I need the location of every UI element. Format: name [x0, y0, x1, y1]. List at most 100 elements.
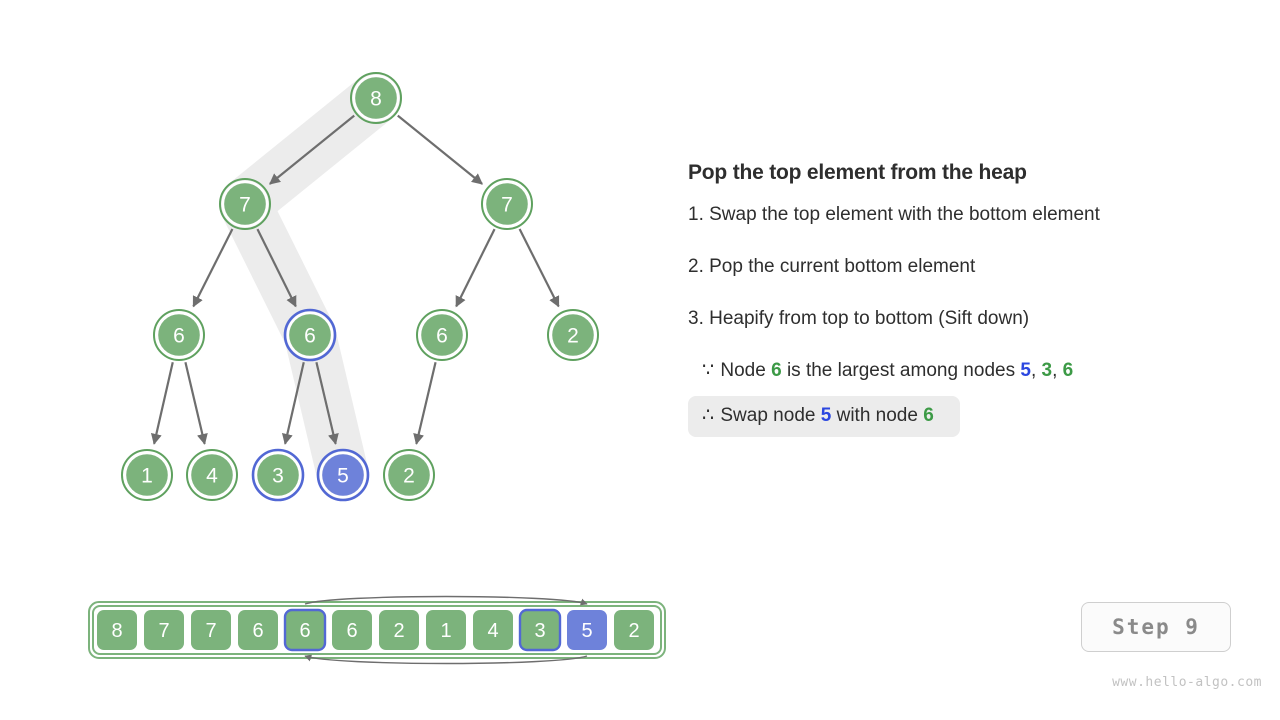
- node-body: [355, 77, 397, 119]
- reason-middle: is the largest among nodes: [786, 360, 1016, 382]
- node-inner-white-ring: [286, 311, 334, 359]
- tree-node-1: 1: [121, 449, 173, 501]
- node-outer-ring: [383, 449, 435, 501]
- array-container-border: [88, 601, 666, 659]
- reason-node-value: 6: [771, 360, 782, 382]
- array-cell-value: 6: [346, 620, 357, 642]
- node-label: 7: [501, 194, 513, 217]
- array-cell-box: [238, 610, 278, 650]
- array-cell-value: 2: [393, 620, 404, 642]
- array-cell: 6: [283, 608, 327, 652]
- reason-sep-2: ,: [1052, 360, 1058, 382]
- therefore-symbol: ∴: [702, 405, 716, 427]
- tree-node-6: 6: [283, 308, 337, 362]
- tree-edge: [269, 114, 355, 185]
- array-cell-value: 1: [440, 620, 451, 642]
- reason-line: ∵ Node 6 is the largest among nodes 5, 3…: [688, 358, 1248, 385]
- node-body: [552, 314, 594, 356]
- array-cell-box: [97, 610, 137, 650]
- array-cell: 8: [97, 610, 137, 650]
- array-cell-value: 2: [628, 620, 639, 642]
- conclusion-prefix: Swap node: [720, 405, 816, 427]
- array-cell-value: 6: [252, 620, 263, 642]
- node-inner-white-ring: [352, 74, 400, 122]
- array-cell-box: [332, 610, 372, 650]
- tree-node-2: 2: [547, 309, 599, 361]
- node-body: [126, 454, 168, 496]
- node-inner-white-ring: [549, 311, 597, 359]
- tree-edge: [315, 362, 339, 445]
- node-label: 5: [337, 465, 349, 488]
- array-cell-box: [144, 610, 184, 650]
- node-label: 6: [436, 325, 448, 348]
- conclusion-middle: with node: [836, 405, 918, 427]
- tree-edges: [150, 114, 560, 445]
- reason-prefix: Node: [720, 360, 766, 382]
- array-cell: 5: [567, 610, 607, 650]
- node-outer-ring: [416, 309, 468, 361]
- array-cell: 4: [473, 610, 513, 650]
- array-cell-value: 4: [487, 620, 498, 642]
- tree-edge: [455, 228, 496, 308]
- node-label: 6: [304, 325, 316, 348]
- node-label: 4: [206, 465, 218, 488]
- node-inner-white-ring: [155, 311, 203, 359]
- node-inner-white-ring: [123, 451, 171, 499]
- reason-candidate-b: 3: [1041, 360, 1053, 382]
- conclusion-node-a: 5: [820, 405, 832, 427]
- node-inner-white-ring: [188, 451, 236, 499]
- node-body: [486, 183, 528, 225]
- node-body: [257, 454, 299, 496]
- node-body: [158, 314, 200, 356]
- step-item-2: 2. Pop the current bottom element: [688, 255, 976, 277]
- step-item-1: 1. Swap the top element with the bottom …: [688, 204, 1100, 226]
- array-swap-arrows: [304, 595, 588, 665]
- tree-edge: [150, 362, 174, 445]
- tree-node-6: 6: [153, 309, 205, 361]
- node-inner-white-ring: [483, 180, 531, 228]
- explanation-panel: Pop the top element from the heap 1. Swa…: [688, 160, 1248, 437]
- array-cell-value: 7: [158, 620, 169, 642]
- node-outer-ring: [153, 309, 205, 361]
- node-label: 3: [272, 465, 284, 488]
- node-highlight-ring: [316, 448, 370, 502]
- array-cell-box: [283, 608, 327, 652]
- conclusion-node-b: 6: [923, 405, 934, 427]
- tree-edge: [518, 228, 560, 308]
- node-highlight-ring: [251, 448, 305, 502]
- tree-node-4: 4: [186, 449, 238, 501]
- node-highlight-ring: [283, 308, 337, 362]
- array-cell: 6: [332, 610, 372, 650]
- tree-node-8: 8: [350, 72, 402, 124]
- array-cell-box: [191, 610, 231, 650]
- array-cell: 1: [426, 610, 466, 650]
- array-cell: 2: [379, 610, 419, 650]
- array-cell-value: 5: [581, 620, 592, 642]
- node-outer-ring: [481, 178, 533, 230]
- node-inner-white-ring: [254, 451, 302, 499]
- node-label: 2: [567, 325, 579, 348]
- step-item-3: 3. Heapify from top to bottom (Sift down…: [688, 307, 1030, 329]
- array-cell-box: [567, 610, 607, 650]
- tree-node-2: 2: [383, 449, 435, 501]
- array-cell-value: 3: [534, 620, 545, 642]
- array-cell-box: [426, 610, 466, 650]
- node-inner-white-ring: [418, 311, 466, 359]
- node-label: 1: [141, 465, 153, 488]
- tree-node-5: 5: [316, 448, 370, 502]
- tree-node-7: 7: [481, 178, 533, 230]
- because-symbol: ∵: [702, 360, 716, 382]
- array-cell-box: [379, 610, 419, 650]
- reason-sep-1: ,: [1030, 360, 1037, 382]
- node-body: [388, 454, 430, 496]
- node-outer-ring: [121, 449, 173, 501]
- tree-edge: [413, 362, 437, 445]
- node-inner-white-ring: [319, 451, 367, 499]
- page-title: Pop the top element from the heap: [688, 161, 1027, 184]
- watermark: www.hello-algo.com: [1112, 675, 1262, 690]
